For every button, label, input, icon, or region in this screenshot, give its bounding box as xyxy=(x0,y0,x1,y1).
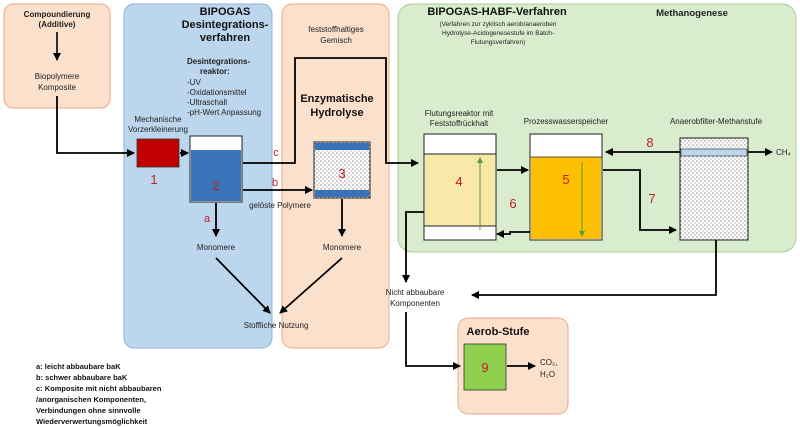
legend-line-6: Wiederverwertungsmöglichkeit xyxy=(36,417,148,426)
aerob-products-2: H₂O xyxy=(540,370,555,379)
monomers-label-left: Monomere xyxy=(197,243,236,252)
aerob-block xyxy=(463,343,507,391)
step-2-number: 2 xyxy=(212,178,219,193)
flow-8-label: 8 xyxy=(646,135,653,150)
ch4-label: CH₄ xyxy=(776,148,791,157)
pre-shredding-label-1: Mechanische xyxy=(134,115,182,124)
shredder-block xyxy=(136,138,180,168)
habf-subtitle-2: Hydrolyse-Acidogenesestufe im Batch- xyxy=(442,30,554,37)
legend-line-1: a: leicht abbaubare baK xyxy=(36,362,121,371)
biopolymer-label-1: Biopolymere xyxy=(35,72,80,81)
legend-line-5: Verbindungen ohne sinnvolle xyxy=(36,406,141,415)
hydrolysis-title-2: Hydrolyse xyxy=(310,107,363,119)
aerob-title: Aerob-Stufe xyxy=(467,326,530,338)
process-water-storage-label: Prozesswasserspeicher xyxy=(524,117,609,126)
legend-line-2: b: schwer abbaubare baK xyxy=(36,373,128,382)
reactor-title-2: reaktor: xyxy=(200,67,230,76)
solids-mix-label-1: feststoffhaltiges xyxy=(308,25,363,34)
material-use-label: Stoffliche Nutzung xyxy=(244,321,309,330)
biopolymer-label-2: Komposite xyxy=(38,83,76,92)
compounding-title-1: Compoundierung xyxy=(24,10,91,19)
flow-b-label: b xyxy=(272,177,278,189)
methanogenesis-title: Methanogenese xyxy=(656,8,728,19)
pre-shredding-label-2: Vorzerkleinerung xyxy=(128,125,188,134)
legend-line-3: c: Komposite mit nicht abbaubaren xyxy=(36,384,162,393)
non-degradable-label-1: Nicht abbaubare xyxy=(386,288,445,297)
bipogas-title-1: BIPOGAS xyxy=(200,6,251,18)
bipogas-title-3: verfahren xyxy=(200,32,250,44)
step-3-number: 3 xyxy=(338,166,345,181)
anaerobic-filter-label: Anaerobfilter-Methanstufe xyxy=(670,117,763,126)
step-9-number: 9 xyxy=(481,360,488,375)
flow-7-label: 7 xyxy=(648,191,655,206)
monomers-label-right: Monomere xyxy=(323,243,362,252)
reactor-method-1: -UV xyxy=(187,78,201,87)
reactor-method-4: -pH-Wert Anpassung xyxy=(187,108,261,117)
step-5-number: 5 xyxy=(562,172,569,187)
habf-subtitle-1: (Verfahren zur zyklisch aerob/anaeroben xyxy=(439,21,556,28)
reactor-title-1: Desintegrations- xyxy=(187,57,250,66)
flow-a-label: a xyxy=(204,213,211,225)
flooding-reactor-label-2: Feststoffrückhalt xyxy=(430,119,489,128)
step-1-number: 1 xyxy=(150,172,157,187)
bipogas-title-2: Desintegrations- xyxy=(182,19,269,31)
legend-line-4: /anorganischen Komponenten, xyxy=(36,395,146,404)
habf-subtitle-3: Flutungsverfahren) xyxy=(471,39,526,46)
hydrolysis-reactor xyxy=(313,141,371,199)
step-4-number: 4 xyxy=(455,174,462,189)
flow-6-label: 6 xyxy=(509,196,516,211)
hydrolysis-title-1: Enzymatische xyxy=(300,93,373,105)
reactor-method-3: -Ultraschall xyxy=(187,98,227,107)
compounding-title-2: (Additive) xyxy=(39,20,76,29)
soluble-polymers-label: gelöste Polymere xyxy=(249,201,311,210)
flow-c-label: c xyxy=(273,147,279,159)
aerob-products-1: CO₂, xyxy=(540,358,557,367)
solids-mix-label-2: Gemisch xyxy=(320,36,352,45)
habf-title: BIPOGAS-HABF-Verfahren xyxy=(427,6,567,18)
flooding-reactor-label-1: Flutungsreaktor mit xyxy=(425,109,494,118)
reactor-method-2: -Oxidationsmittel xyxy=(187,88,247,97)
non-degradable-label-2: Komponenten xyxy=(390,299,440,308)
